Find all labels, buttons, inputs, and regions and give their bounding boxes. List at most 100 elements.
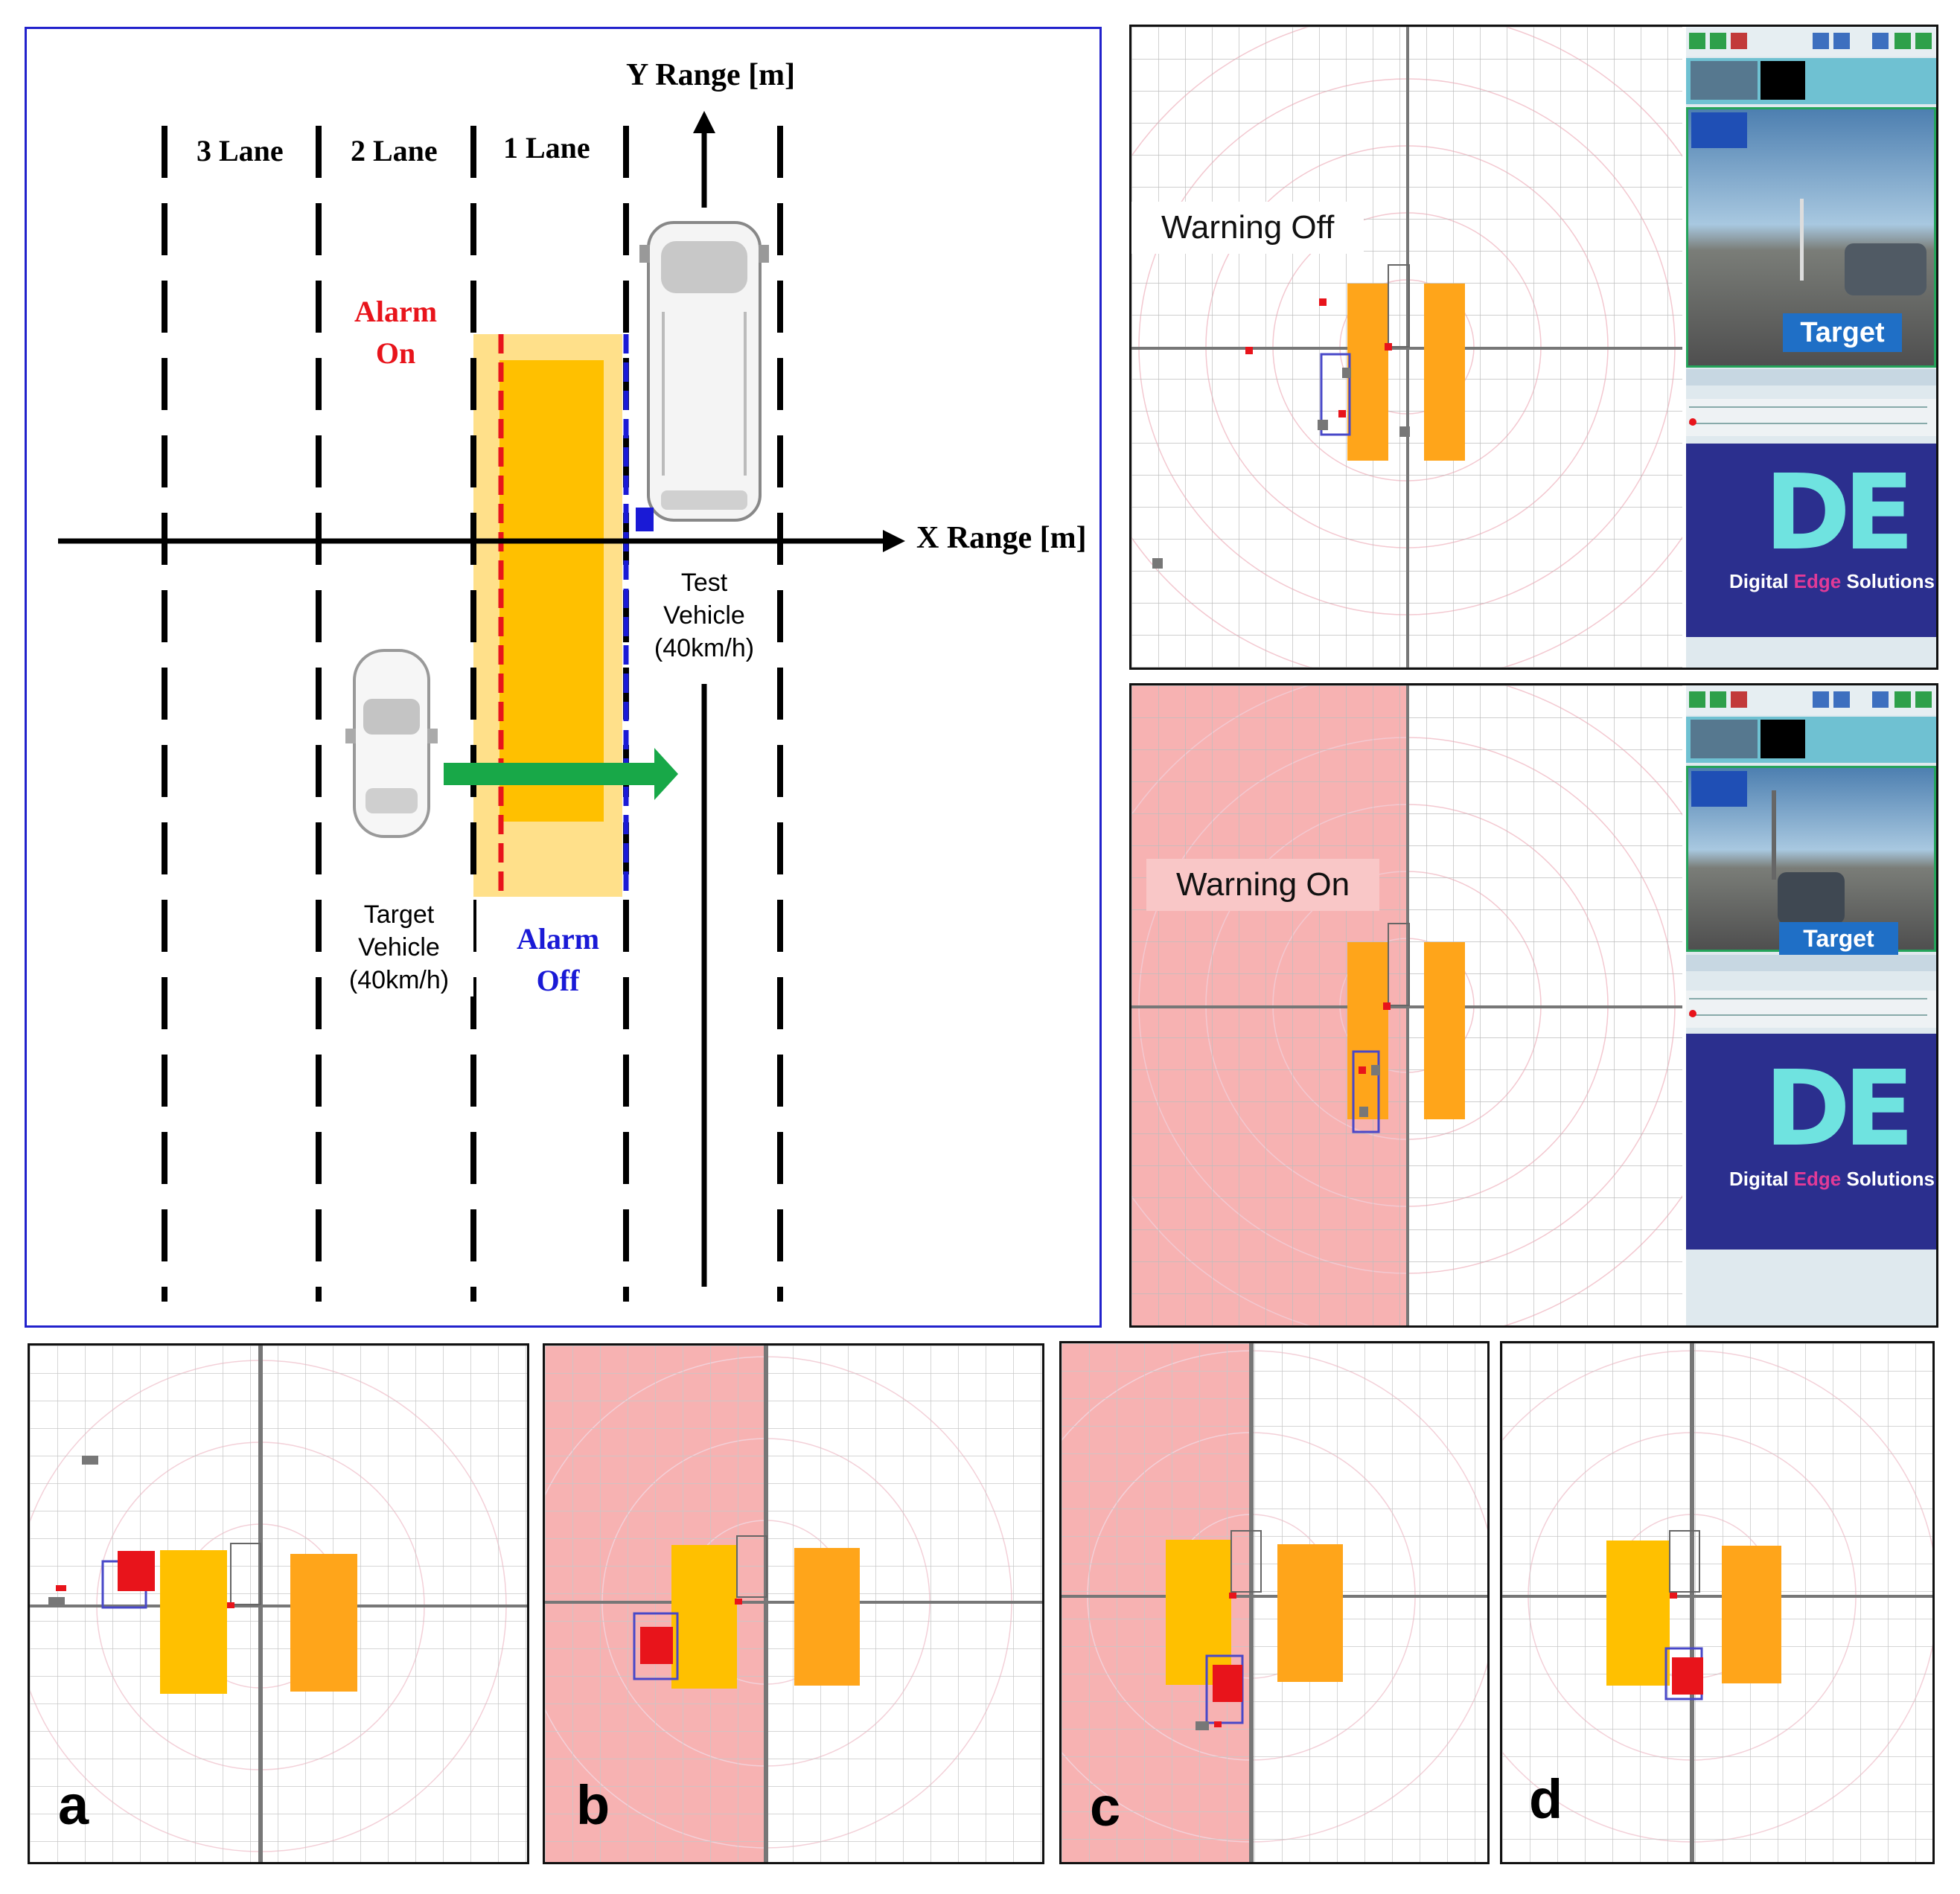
alarm-off-word-2: Off [536, 964, 580, 997]
detection-grey-1 [82, 1456, 98, 1465]
status-line-1 [1689, 998, 1927, 999]
target-track-box [633, 1612, 679, 1680]
detection-red-small [1229, 1593, 1236, 1599]
camera-thumb-2[interactable] [1761, 720, 1805, 758]
x-axis-arrow [883, 530, 905, 552]
camera-thumb-2[interactable] [1761, 61, 1805, 100]
target-detection [1213, 1665, 1242, 1702]
zone-right [1277, 1544, 1343, 1682]
target-vehicle-line-3: (40km/h) [348, 966, 450, 994]
ego-outline [736, 1535, 767, 1598]
status-bar-on [1686, 991, 1936, 1028]
zone-left [1347, 284, 1388, 461]
vehicle-in-view [1778, 872, 1845, 924]
tool-icon-6[interactable] [1872, 33, 1889, 49]
warning-on-label: Warning On [1146, 859, 1380, 911]
tool-icon-4[interactable] [1813, 691, 1829, 708]
de-tagline-on: Digital Edge Solutions [1729, 1168, 1935, 1191]
target-detection [1672, 1657, 1703, 1695]
de-tagline-off: Digital Edge Solutions [1729, 570, 1935, 593]
target-label-on: Target [1779, 922, 1898, 955]
alarm-zone-inner [499, 360, 604, 822]
tool-icon-5[interactable] [1833, 33, 1850, 49]
radar-grid-off [1131, 27, 1682, 668]
brand-block-on: DE Digital Edge Solutions [1686, 1034, 1936, 1250]
tool-icon-8[interactable] [1915, 691, 1932, 708]
lane-diagram-svg [58, 111, 905, 1302]
screen-warning-off: Warning Off Target DE [1129, 25, 1938, 670]
zone-right [794, 1548, 860, 1686]
detection-grey-2 [48, 1597, 65, 1606]
toolbar-off [1686, 27, 1936, 57]
tool-icon-7[interactable] [1894, 691, 1911, 708]
tool-icon-4[interactable] [1813, 33, 1829, 49]
panel-letter-d: d [1529, 1768, 1563, 1830]
ego-outline [1388, 923, 1410, 1006]
y-axis-arrow [693, 111, 715, 133]
tool-icon-5[interactable] [1833, 691, 1850, 708]
warning-off-label: Warning Off [1131, 202, 1364, 254]
tool-icon-2[interactable] [1710, 33, 1726, 49]
tag-word-edge-on: Edge [1793, 1168, 1842, 1190]
detection-grey-1 [1196, 1721, 1209, 1730]
detection-grey-1 [1359, 1107, 1368, 1117]
lane-3-label: 3 Lane [197, 134, 284, 167]
ego-outline [1230, 1530, 1262, 1593]
test-vehicle-line-1: Test [680, 569, 728, 597]
toolbar-on [1686, 685, 1936, 715]
panel-letter-c: c [1090, 1776, 1121, 1837]
tool-icon-2[interactable] [1710, 691, 1726, 708]
tool-icon-8[interactable] [1915, 33, 1932, 49]
detection-grey-2 [1342, 368, 1351, 378]
camera-thumb-1[interactable] [1691, 720, 1758, 758]
status-line-2 [1689, 423, 1927, 424]
detection-red-1 [1319, 298, 1327, 306]
lane-2-label: 2 Lane [351, 134, 438, 167]
screen-warning-on: Warning On Target DE [1129, 683, 1938, 1328]
tag-word-digital-on: Digital [1729, 1168, 1794, 1190]
snapshot-panel-d: d [1500, 1341, 1935, 1864]
zone-left [671, 1545, 737, 1689]
camera-view-on [1686, 766, 1936, 952]
target-detection [118, 1551, 155, 1591]
panel-letter-a: a [58, 1774, 89, 1836]
status-red-dot [1689, 418, 1696, 426]
tool-icon-1[interactable] [1689, 691, 1705, 708]
target-motion-arrowhead [654, 748, 678, 800]
camera-sidebar-off: Target DE Digital Edge Solutions [1686, 27, 1936, 668]
target-label-off: Target [1783, 313, 1902, 352]
snapshot-c-grid [1062, 1343, 1487, 1862]
target-vehicle-line-1: Target [363, 900, 435, 929]
target-vehicle-icon [345, 649, 438, 838]
tool-icon-3[interactable] [1731, 691, 1747, 708]
detection-red-1 [1383, 1002, 1391, 1010]
ego-outline [1669, 1530, 1700, 1593]
traffic-light-pole [1772, 790, 1776, 880]
detection-red-small [735, 1599, 742, 1605]
test-vehicle-line-3: (40km/h) [654, 634, 755, 662]
alarm-off-word-1: Alarm [517, 922, 600, 956]
camera-thumb-strip [1686, 58, 1936, 104]
camera-thumb-strip [1686, 717, 1936, 763]
target-vehicle-line-2: Vehicle [358, 933, 440, 962]
zone-left [1166, 1540, 1231, 1685]
detection-red-4 [1338, 410, 1346, 417]
radar-sensor-marker [636, 508, 654, 531]
zone-right [1424, 284, 1465, 461]
zone-right [290, 1554, 357, 1692]
tool-icon-3[interactable] [1731, 33, 1747, 49]
tool-icon-7[interactable] [1894, 33, 1911, 49]
test-vehicle-icon [639, 221, 769, 522]
y-range-label: Y Range [m] [626, 58, 796, 92]
lane-1-label: 1 Lane [503, 131, 590, 164]
status-line-1 [1689, 406, 1927, 408]
ego-outline [1388, 264, 1410, 348]
snapshot-panel-c: c [1059, 1341, 1490, 1864]
x-range-label: X Range [m] [916, 521, 1087, 555]
tool-icon-6[interactable] [1872, 691, 1889, 708]
detection-red-2 [1359, 1066, 1366, 1074]
tool-icon-1[interactable] [1689, 33, 1705, 49]
lane-diagram: 3 Lane 2 Lane 1 Lane Y Range [m] X Range… [25, 27, 1102, 1328]
status-line-2 [1689, 1014, 1927, 1016]
camera-thumb-1[interactable] [1691, 61, 1758, 100]
